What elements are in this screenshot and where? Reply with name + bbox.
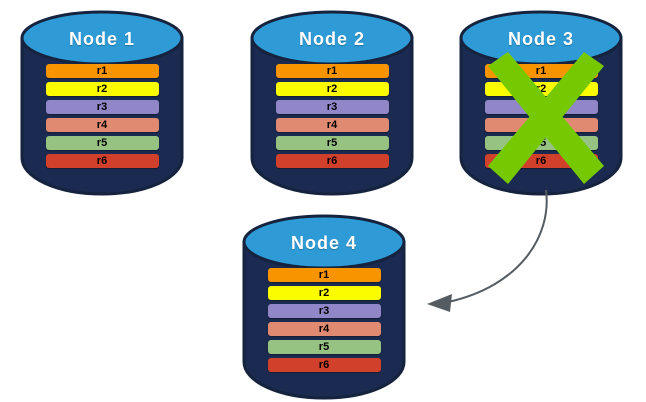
- node-1-row-r2[interactable]: r2: [45, 82, 159, 96]
- node-2-rows: r1 r2 r3 r4 r5 r6: [248, 64, 416, 168]
- failover-arrow-head: [427, 294, 452, 312]
- node-2-row-r6[interactable]: r6: [275, 154, 389, 168]
- node-2-row-r2[interactable]: r2: [275, 82, 389, 96]
- node-1-rows: r1 r2 r3 r4 r5 r6: [18, 64, 186, 168]
- node-3-row-r2[interactable]: r2: [484, 82, 598, 96]
- node-3-row-r3[interactable]: r3: [484, 100, 598, 114]
- node-2-row-r3[interactable]: r3: [275, 100, 389, 114]
- failover-arrow-path: [447, 189, 548, 303]
- node-1-row-r1[interactable]: r1: [45, 64, 159, 78]
- node-4-row-r6[interactable]: r6: [267, 358, 381, 372]
- node-4-row-r2[interactable]: r2: [267, 286, 381, 300]
- node-4-row-r5[interactable]: r5: [267, 340, 381, 354]
- node-2-row-r4[interactable]: r4: [275, 118, 389, 132]
- node-2[interactable]: Node 2 r1 r2 r3 r4 r5 r6: [248, 8, 416, 196]
- node-2-row-r1[interactable]: r1: [275, 64, 389, 78]
- node-4[interactable]: Node 4 r1 r2 r3 r4 r5 r6: [240, 212, 408, 400]
- node-3-row-r6[interactable]: r6: [484, 154, 598, 168]
- node-3-row-r1[interactable]: r1: [484, 64, 598, 78]
- node-4-row-r3[interactable]: r3: [267, 304, 381, 318]
- node-3[interactable]: Node 3 r1 r2 r3 r4 r5 r6: [457, 8, 625, 196]
- node-3-rows: r1 r2 r3 r4 r5 r6: [457, 64, 625, 168]
- node-4-row-r1[interactable]: r1: [267, 268, 381, 282]
- node-1-row-r3[interactable]: r3: [45, 100, 159, 114]
- node-2-row-r5[interactable]: r5: [275, 136, 389, 150]
- node-4-rows: r1 r2 r3 r4 r5 r6: [240, 268, 408, 372]
- node-1[interactable]: Node 1 r1 r2 r3 r4 r5 r6: [18, 8, 186, 196]
- node-3-row-r4[interactable]: r4: [484, 118, 598, 132]
- node-1-row-r4[interactable]: r4: [45, 118, 159, 132]
- node-4-row-r4[interactable]: r4: [267, 322, 381, 336]
- node-3-row-r5[interactable]: r5: [484, 136, 598, 150]
- node-1-row-r5[interactable]: r5: [45, 136, 159, 150]
- node-1-row-r6[interactable]: r6: [45, 154, 159, 168]
